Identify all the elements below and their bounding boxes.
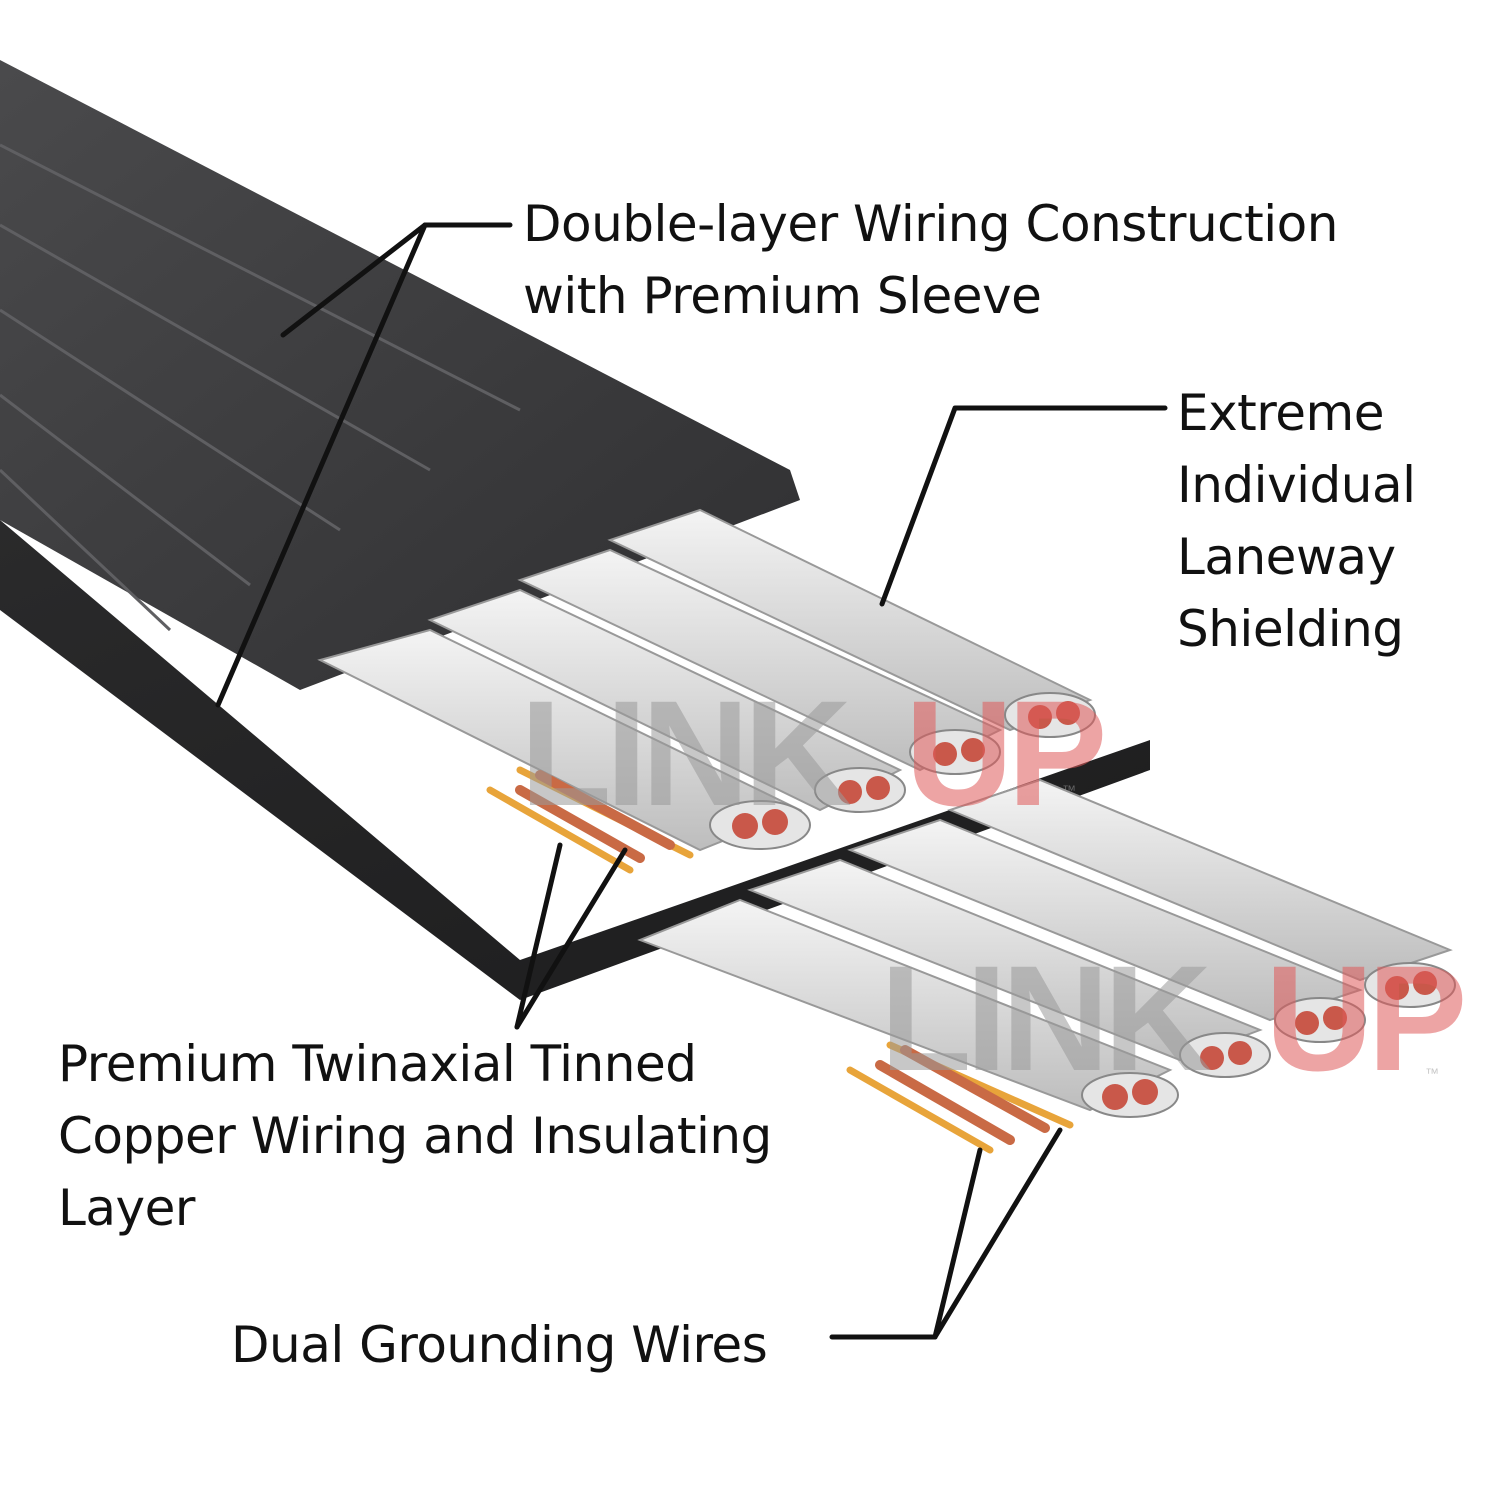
callout-twinaxial-line-2: Copper Wiring and Insulating <box>58 1107 772 1165</box>
leader-shielding <box>879 405 1168 607</box>
watermark-lower: LINK UP ™ <box>880 934 1468 1102</box>
callout-shielding-line-4: Shielding <box>1177 600 1404 658</box>
watermark-lower-brand-dark: LINK <box>880 934 1211 1102</box>
lower-jacket-layer <box>0 520 1150 1000</box>
watermark-lower-brand-accent: UP <box>1265 934 1462 1102</box>
callout-twinaxial-line-1: Premium Twinaxial Tinned <box>58 1035 697 1093</box>
watermark-upper: LINK UP ™ <box>520 669 1108 837</box>
leader-twinaxial-2 <box>514 847 628 1030</box>
callout-twinaxial: Premium Twinaxial Tinned Copper Wiring a… <box>58 1028 772 1244</box>
leader-twinaxial <box>514 842 563 1030</box>
leader-lines <box>215 222 1168 1340</box>
callout-grounding: Dual Grounding Wires <box>231 1309 768 1381</box>
callout-shielding-line-1: Extreme <box>1177 384 1384 442</box>
callout-sleeve: Double-layer Wiring Construction with Pr… <box>523 188 1338 332</box>
lower-lanes <box>637 778 1456 1118</box>
watermark-upper-brand-dark: LINK <box>520 669 851 837</box>
leader-grounding-2 <box>932 1127 1063 1340</box>
upper-exposed-wires <box>486 766 694 874</box>
jacket-grooves <box>0 143 521 632</box>
upper-lanes <box>317 508 1096 852</box>
upper-jacket-layer <box>0 60 800 690</box>
leader-grounding <box>829 1147 983 1340</box>
watermark-upper-trademark: ™ <box>1062 782 1076 798</box>
watermark-upper-brand-accent: UP <box>905 669 1102 837</box>
callout-sleeve-line-2: with Premium Sleeve <box>523 267 1042 325</box>
callout-shielding: Extreme Individual Laneway Shielding <box>1177 377 1416 665</box>
watermark-lower-trademark: ™ <box>1425 1065 1439 1081</box>
callout-sleeve-line-1: Double-layer Wiring Construction <box>523 195 1338 253</box>
callout-grounding-line-1: Dual Grounding Wires <box>231 1316 768 1374</box>
callout-shielding-line-2: Individual <box>1177 456 1416 514</box>
callout-twinaxial-line-3: Layer <box>58 1179 195 1237</box>
callout-shielding-line-3: Laneway <box>1177 528 1396 586</box>
leader-sleeve-2 <box>215 222 428 708</box>
lower-exposed-wires <box>846 1041 1074 1154</box>
